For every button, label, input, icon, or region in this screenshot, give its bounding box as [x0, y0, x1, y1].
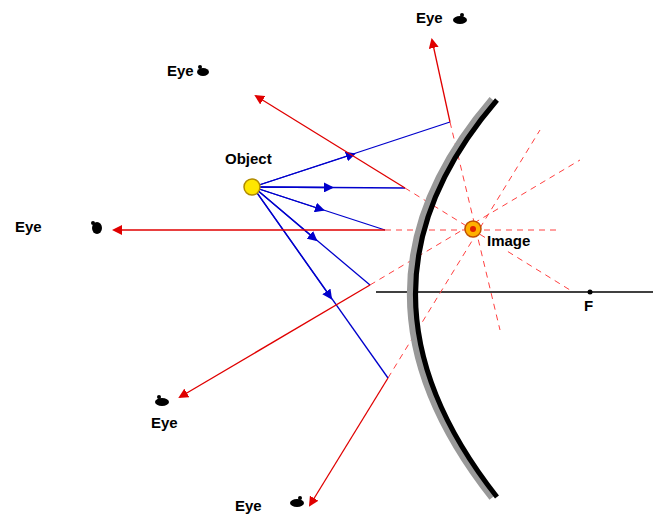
focal-point [588, 290, 593, 295]
eye-label: Eye [415, 10, 444, 27]
virtual-rays [370, 122, 580, 378]
image-core [470, 226, 476, 232]
object-dot [244, 179, 260, 195]
eye-label: Eye [234, 498, 263, 515]
incident-rays [255, 122, 450, 378]
image-dot [465, 221, 481, 237]
eye-label: Eye [14, 219, 43, 236]
object-label: Object [224, 151, 273, 168]
convex-mirror [416, 100, 498, 497]
reflected-rays [114, 40, 450, 505]
eye-label: Eye [166, 63, 195, 80]
eye-label: Eye [150, 415, 179, 432]
focal-label: F [583, 298, 594, 315]
image-label: Image [486, 233, 531, 250]
eye-icons [91, 13, 467, 507]
